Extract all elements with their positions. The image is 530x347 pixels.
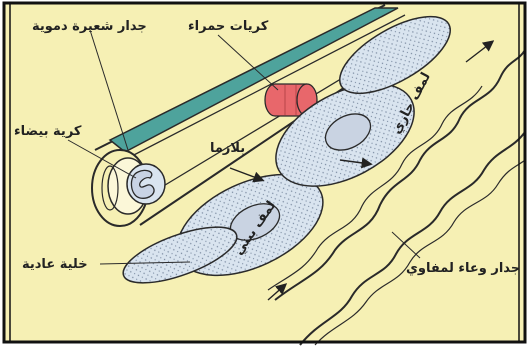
label-red-blood-cells: كريات حمراء — [188, 20, 268, 33]
diagram-background — [5, 4, 525, 342]
label-plasma: بلازما — [210, 142, 245, 155]
white-blood-cell — [127, 164, 165, 204]
label-lymph-vessel-wall: جدار وعاء لمفاوي — [406, 262, 520, 275]
label-white-blood-cell: كرية بيضاء — [14, 125, 81, 138]
label-normal-cell: خلية عادية — [22, 258, 88, 271]
label-capillary-wall: جدار شعيرة دموية — [32, 20, 147, 33]
